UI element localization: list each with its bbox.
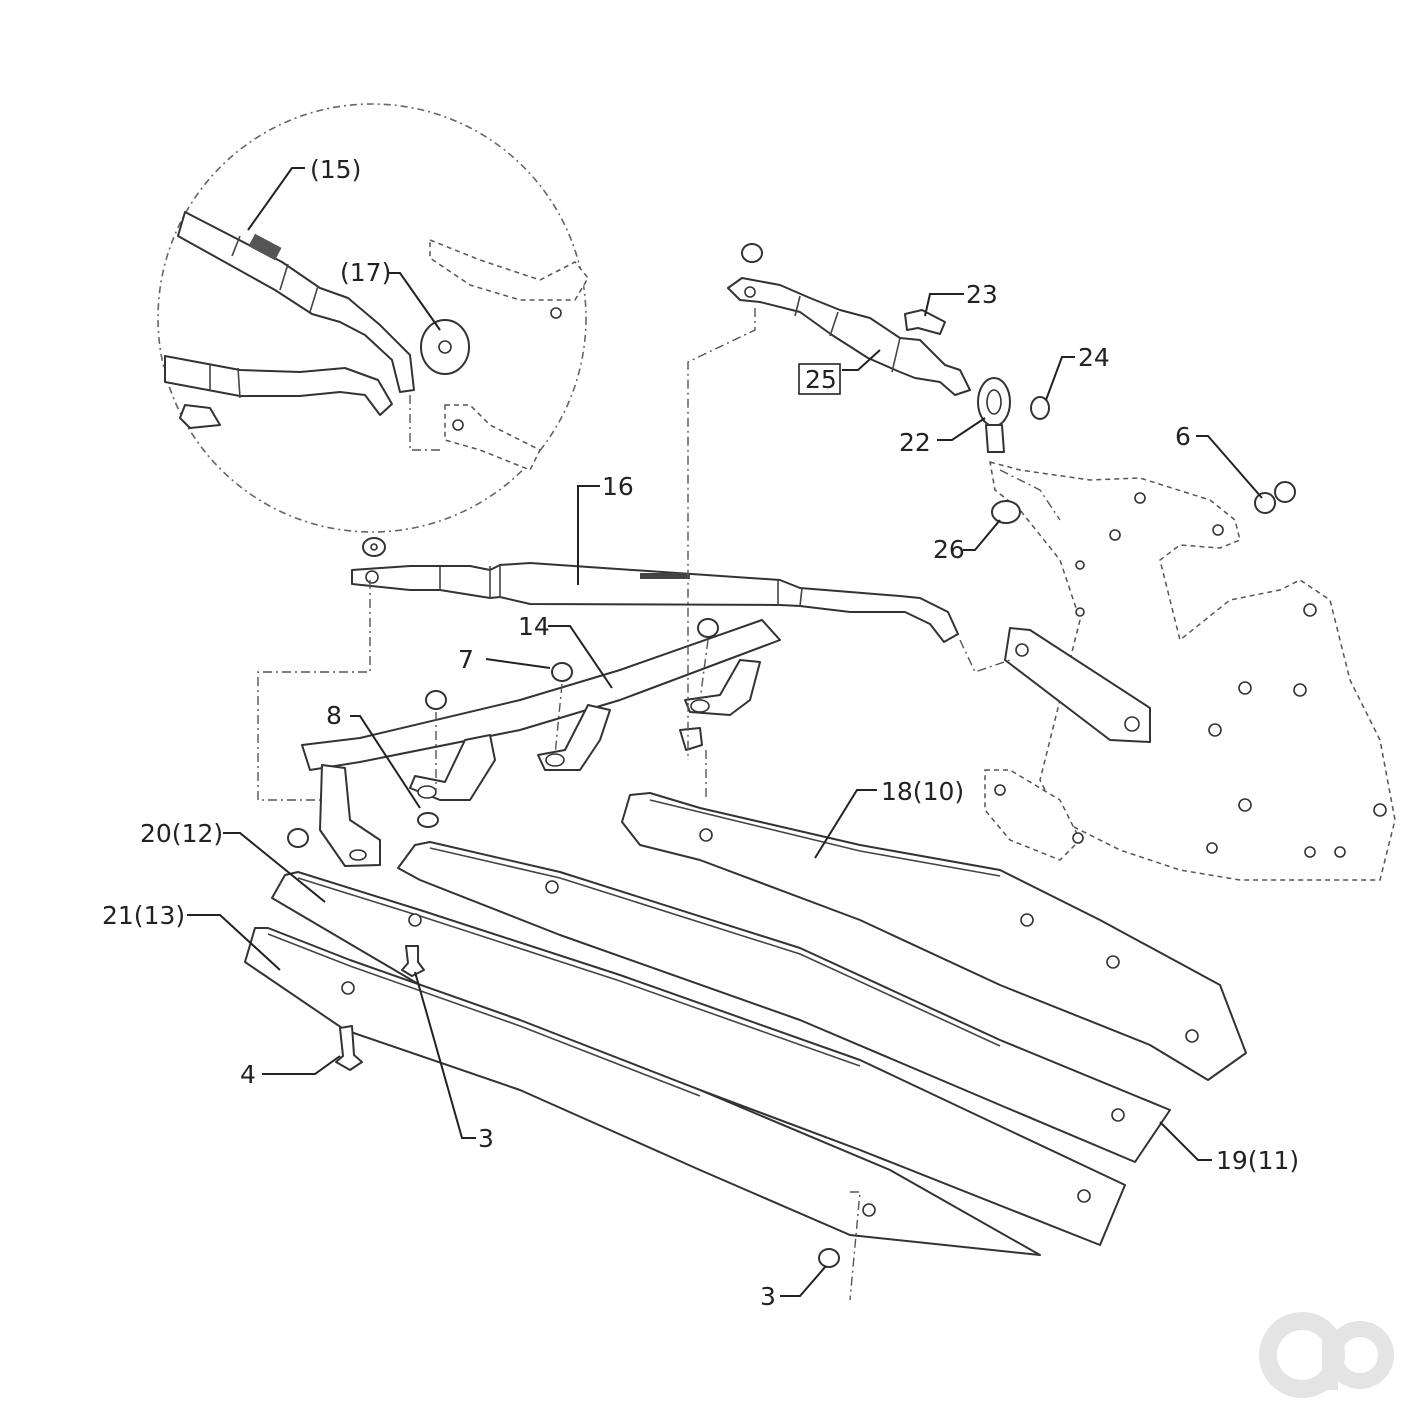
callout-18-10: 18(10) — [881, 777, 964, 806]
callout-7: 7 — [458, 645, 474, 674]
callout-17: (17) — [340, 258, 391, 287]
part-16-adjuster-rod — [257, 537, 959, 801]
part-14-hook-bar — [287, 618, 781, 867]
callout-20-12: 20(12) — [140, 819, 223, 848]
callout-21-13: 21(13) — [102, 901, 185, 930]
callout-3-upper: 3 — [478, 1124, 494, 1153]
callout-24: 24 — [1078, 343, 1110, 372]
callout-4: 4 — [240, 1060, 256, 1089]
ao-logo — [1259, 1312, 1394, 1398]
leader-lines — [187, 167, 1263, 1297]
callout-19-11: 19(11) — [1216, 1146, 1299, 1175]
callout-8: 8 — [326, 701, 342, 730]
callout-3-lower: 3 — [760, 1282, 776, 1311]
callout-26: 26 — [933, 535, 965, 564]
callout-25-box — [798, 363, 841, 395]
callout-16: 16 — [602, 472, 634, 501]
frame-plate — [959, 460, 1396, 881]
detail-inset — [157, 103, 589, 533]
callout-15: (15) — [310, 155, 361, 184]
callout-23: 23 — [966, 280, 998, 309]
callout-22: 22 — [899, 428, 931, 457]
callout-25: 25 — [805, 365, 837, 394]
blades — [244, 792, 1247, 1301]
callout-14: 14 — [518, 612, 550, 641]
part-25-short-rod — [687, 243, 1296, 760]
callout-6: 6 — [1175, 422, 1191, 451]
callout-labels: (15) (17) 16 14 7 8 23 24 25 22 6 26 18(… — [102, 155, 1299, 1311]
